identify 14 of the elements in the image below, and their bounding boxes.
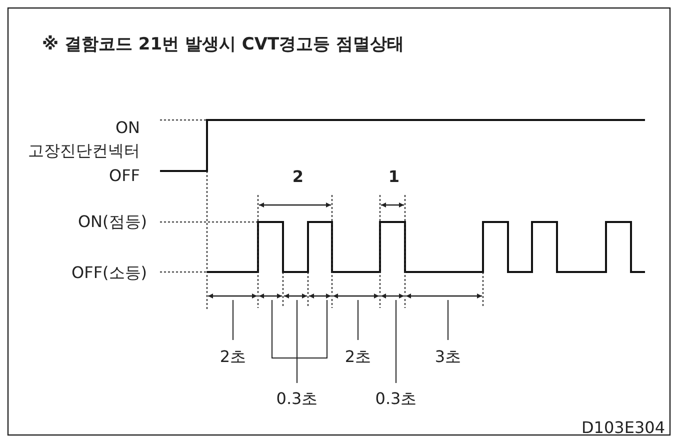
dimension-number: 1 [388,168,400,186]
state-label: ON(점등) [78,213,147,231]
dimension-number: 2 [292,168,304,186]
signal-label: 고장진단컨넥터 [28,142,140,160]
duration-label: 2초 [220,348,246,366]
duration-label: 3초 [434,348,462,366]
diagram-title: ※ 결함코드 21번 발생시 CVT경고등 점멸상태 [42,36,404,54]
duration-label: 2초 [344,348,372,366]
duration-label: 0.3초 [375,390,417,408]
figure-code: D103E304 [581,419,665,437]
state-label: OFF(소등) [72,264,147,282]
duration-label: 0.3초 [276,390,318,408]
state-label: OFF [109,167,140,185]
state-label: ON [115,119,140,137]
